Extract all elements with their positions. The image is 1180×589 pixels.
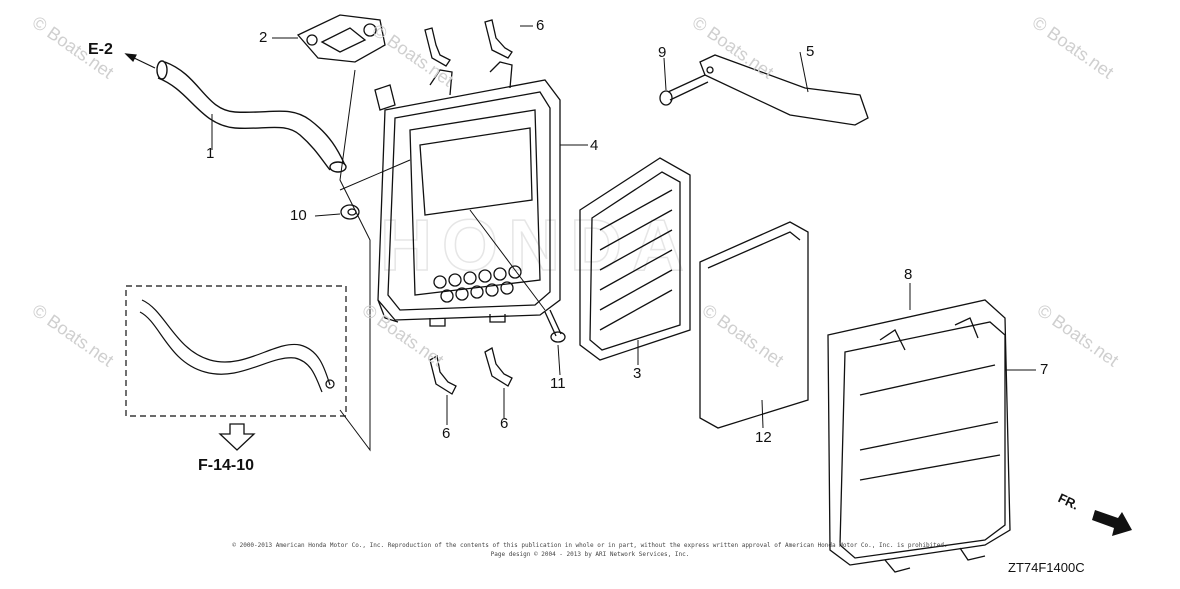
callout-part-2[interactable]: 2	[259, 29, 268, 46]
e2-arrow	[124, 53, 156, 69]
paper-element[interactable]	[579, 157, 691, 361]
leader-lines	[211, 25, 1036, 452]
callout-part-5[interactable]: 5	[806, 43, 815, 60]
clip-bottom-2[interactable]	[484, 347, 513, 387]
copyright-line-1: © 2000-2013 American Honda Motor Co., In…	[232, 542, 948, 549]
ref-e2[interactable]: E-2	[88, 41, 113, 58]
diagram-code: ZT74F1400C	[1008, 560, 1085, 575]
callout-part-6-top[interactable]: 6	[536, 17, 545, 34]
f1410-arrow	[218, 423, 256, 451]
callout-part-6-bottom-right[interactable]: 6	[500, 415, 509, 432]
stay[interactable]	[699, 54, 869, 126]
callout-part-1[interactable]: 1	[206, 145, 215, 162]
fr-arrow	[1092, 510, 1132, 536]
callout-part-11[interactable]: 11	[550, 375, 566, 392]
case-bolt[interactable]	[544, 309, 566, 343]
breather-tube[interactable]	[156, 60, 347, 173]
clip-top-1[interactable]	[424, 27, 451, 67]
cover-seal[interactable]	[827, 299, 1011, 566]
callout-part-10[interactable]: 10	[290, 207, 307, 224]
callout-part-4[interactable]: 4	[590, 137, 599, 154]
svg-text:HONDA: HONDA	[380, 206, 694, 286]
ref-f1410[interactable]: F-14-10	[198, 457, 255, 474]
callout-part-7[interactable]: 7	[1040, 361, 1049, 378]
gasket[interactable]	[296, 14, 386, 63]
copyright-line-2: Page design © 2004 - 2013 by ARI Network…	[490, 551, 690, 558]
clip-top-2[interactable]	[484, 19, 513, 59]
air-cleaner-case[interactable]	[374, 61, 561, 327]
stay-bolt[interactable]	[659, 74, 709, 106]
callout-part-3[interactable]: 3	[633, 365, 642, 382]
air-cleaner-cover[interactable]	[839, 317, 1006, 573]
foam-element[interactable]	[699, 221, 809, 429]
clip-bottom-1[interactable]	[429, 354, 457, 395]
callout-part-6-bottom-left[interactable]: 6	[442, 425, 451, 442]
callout-part-8[interactable]: 8	[904, 266, 913, 283]
callout-part-9[interactable]: 9	[658, 44, 667, 61]
alternate-tube-box	[125, 285, 347, 417]
callout-part-12[interactable]: 12	[755, 429, 772, 446]
